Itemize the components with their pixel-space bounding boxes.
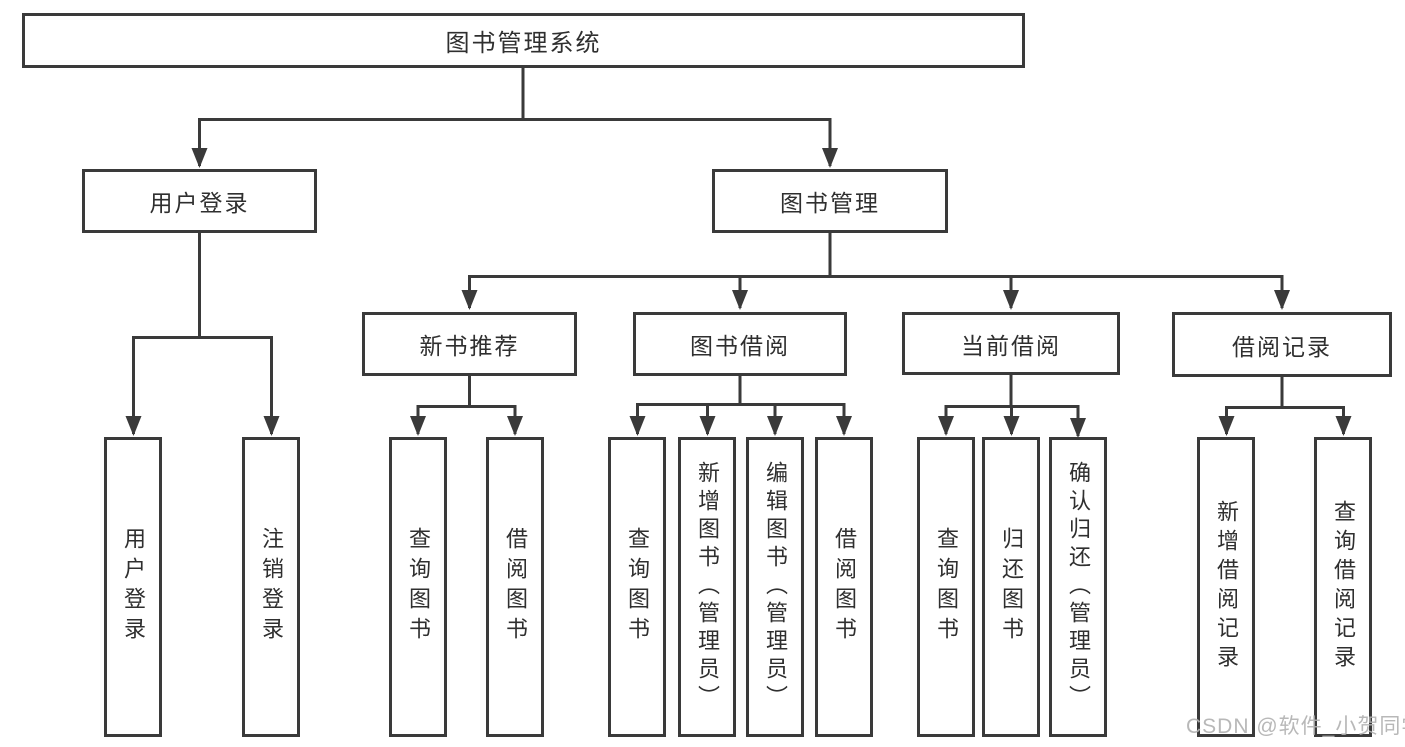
leaf-cb-query-books: 查询图书 — [917, 437, 975, 737]
csdn-watermark: CSDN @软件_小贺同学 — [1186, 715, 1405, 738]
node-book-borrowing: 图书借阅 — [633, 312, 847, 376]
node-new-book-recommend: 新书推荐 — [362, 312, 577, 376]
node-borrowing-records: 借阅记录 — [1172, 312, 1392, 377]
node-user-login: 用户登录 — [82, 169, 317, 233]
leaf-br-add-record: 新增借阅记录 — [1197, 437, 1255, 737]
leaf-bb-add-books-admin: 新增图书（管理员） — [678, 437, 736, 737]
leaf-bb-borrow-books: 借阅图书 — [815, 437, 873, 737]
leaf-cb-confirm-return-admin: 确认归还（管理员） — [1049, 437, 1107, 737]
leaf-bb-query-books: 查询图书 — [608, 437, 666, 737]
leaf-logout: 注销登录 — [242, 437, 300, 737]
leaf-br-query-record: 查询借阅记录 — [1314, 437, 1372, 737]
leaf-rec-query-books: 查询图书 — [389, 437, 447, 737]
leaf-user-login: 用户登录 — [104, 437, 162, 737]
node-current-borrowing: 当前借阅 — [902, 312, 1120, 375]
leaf-rec-borrow-books: 借阅图书 — [486, 437, 544, 737]
node-root-system: 图书管理系统 — [22, 13, 1025, 68]
node-book-management: 图书管理 — [712, 169, 948, 233]
leaf-cb-return-books: 归还图书 — [982, 437, 1040, 737]
leaf-bb-edit-books-admin: 编辑图书（管理员） — [746, 437, 804, 737]
